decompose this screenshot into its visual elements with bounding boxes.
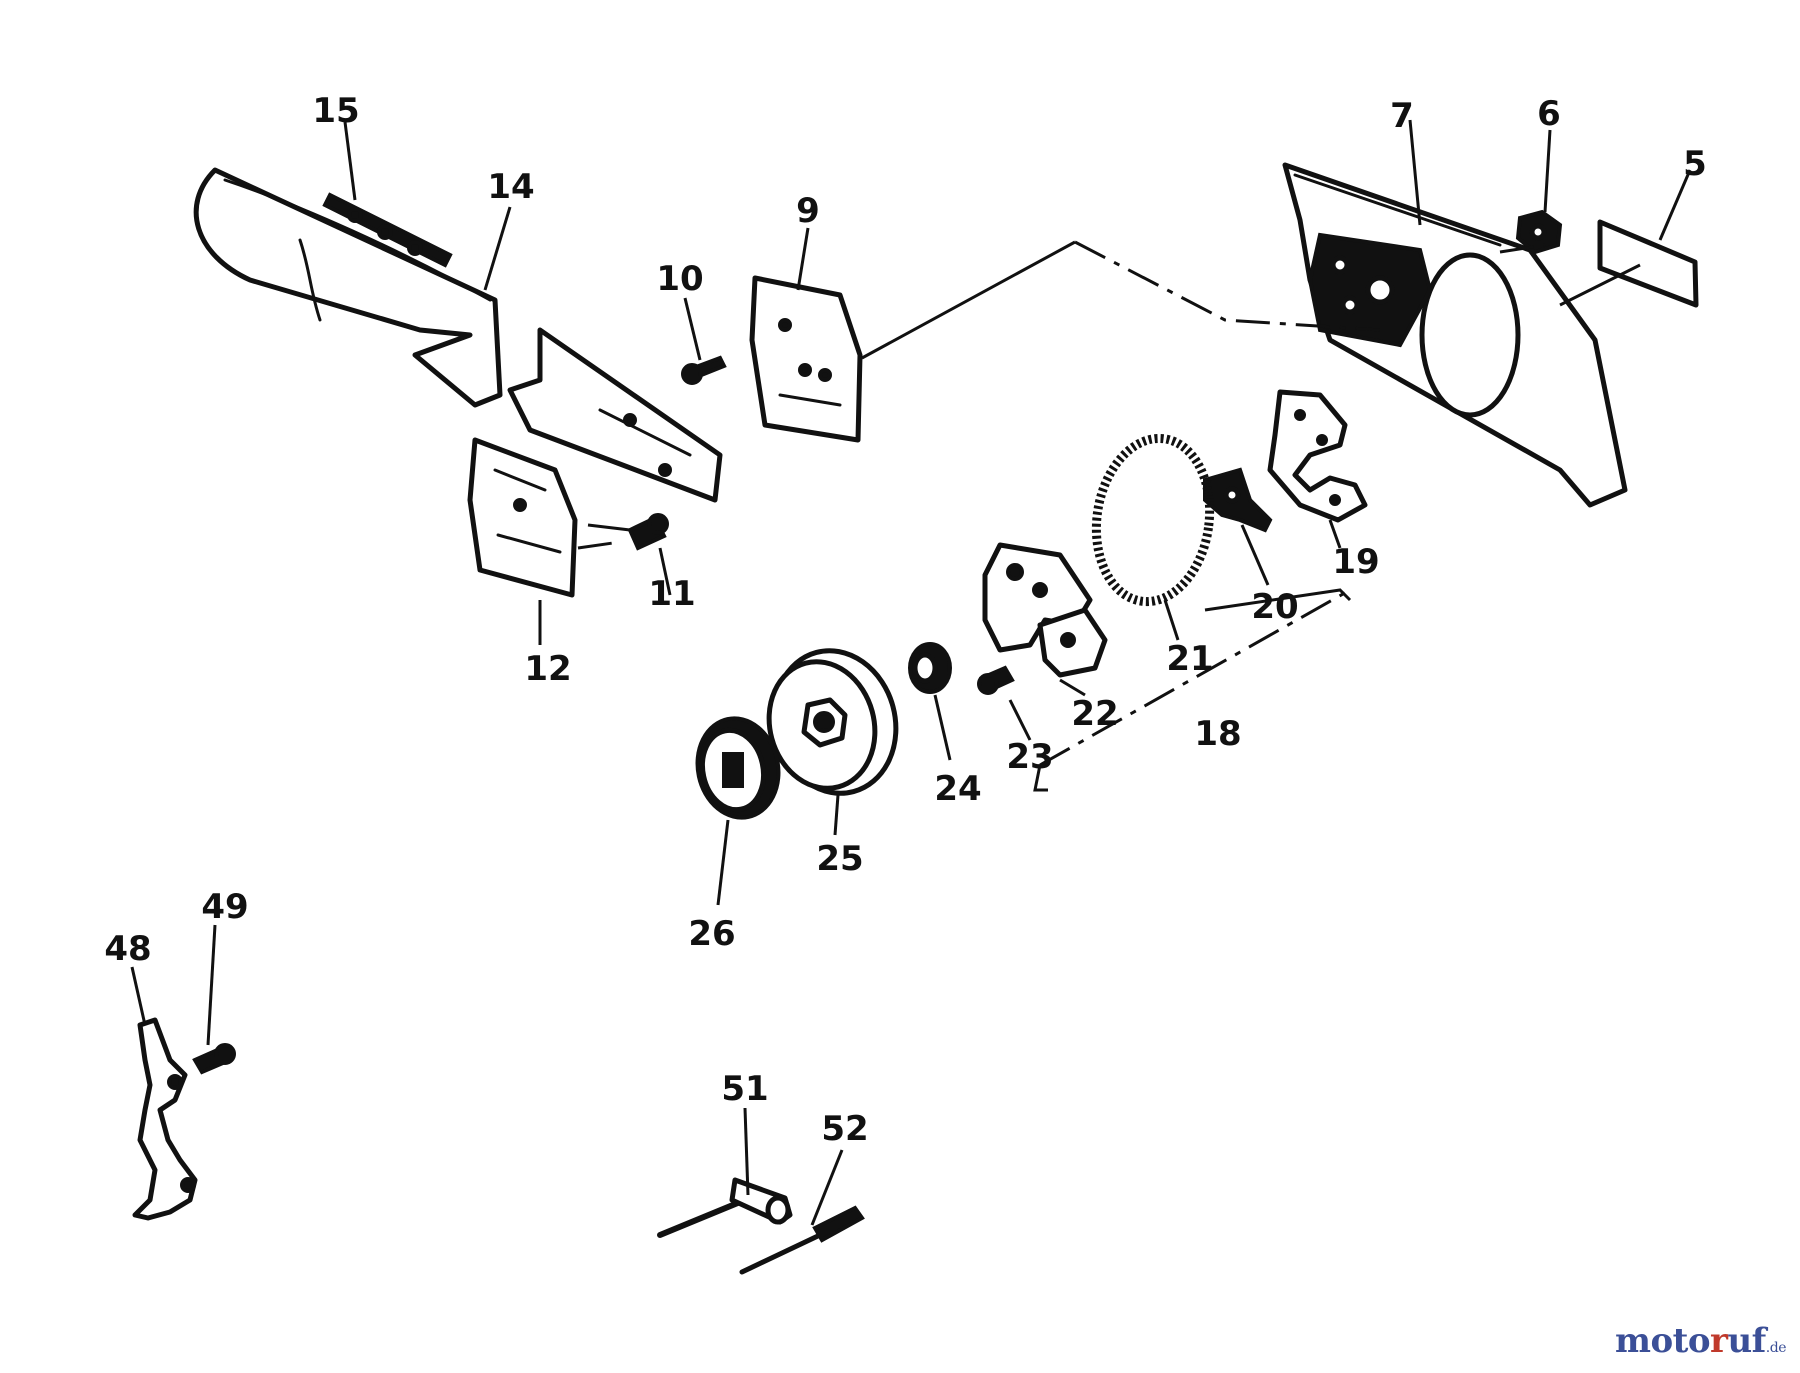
callout-9: 9 xyxy=(796,191,820,231)
watermark-suffix: .de xyxy=(1765,1340,1787,1356)
callout-18: 18 xyxy=(1194,714,1241,754)
saw-chain-part-15 xyxy=(322,192,453,268)
callout-22: 22 xyxy=(1071,694,1118,734)
callout-19: 19 xyxy=(1332,542,1379,582)
guide-bar-tail-part-14 xyxy=(507,327,723,503)
adjuster-plate-part-19 xyxy=(1267,389,1368,523)
callout-21: 21 xyxy=(1166,639,1213,679)
clutch-drum-part-25 xyxy=(766,648,899,796)
callout-49: 49 xyxy=(201,887,248,927)
callout-11: 11 xyxy=(648,574,695,614)
nut-part-6 xyxy=(1515,209,1563,255)
callout-12: 12 xyxy=(524,649,571,689)
inner-bar-plate-part-12 xyxy=(467,437,578,598)
callout-labels: 15 14 10 9 7 6 5 11 12 19 20 21 18 22 23… xyxy=(104,91,1707,1149)
leader-lines xyxy=(130,119,1692,1226)
bar-plate-part-9 xyxy=(749,275,863,443)
guide-bar-part-14 xyxy=(193,167,503,408)
callout-5: 5 xyxy=(1683,144,1707,184)
callout-26: 26 xyxy=(688,914,735,954)
callout-48: 48 xyxy=(104,929,151,969)
needle-bearing-part-24 xyxy=(908,642,952,694)
callout-24: 24 xyxy=(934,769,981,809)
callout-14: 14 xyxy=(487,167,534,207)
watermark-part-1: moto xyxy=(1614,1321,1711,1361)
callout-51: 51 xyxy=(721,1069,768,1109)
screwdriver-part-52 xyxy=(739,1205,865,1275)
bolt-part-11 xyxy=(627,513,669,551)
chain-ring-part-21 xyxy=(1091,433,1215,607)
bolt-part-10 xyxy=(681,355,727,385)
callout-52: 52 xyxy=(821,1109,868,1149)
callout-15: 15 xyxy=(312,91,359,131)
adjuster-spring-part-20 xyxy=(1203,467,1273,533)
callout-7: 7 xyxy=(1390,96,1414,136)
callout-6: 6 xyxy=(1537,94,1561,134)
screw-part-49 xyxy=(192,1043,236,1075)
rim-sprocket-part-26 xyxy=(695,716,781,820)
callout-20: 20 xyxy=(1251,587,1298,627)
clutch-shoes-part-22 xyxy=(982,542,1108,678)
clutch-cover-part-7 xyxy=(1282,162,1628,508)
callout-23: 23 xyxy=(1006,737,1053,777)
screw-part-23 xyxy=(977,665,1015,695)
hand-guard-part-48 xyxy=(132,1017,198,1221)
watermark-part-3: uf xyxy=(1727,1321,1766,1361)
watermark-part-2: r xyxy=(1710,1321,1728,1361)
callout-25: 25 xyxy=(816,839,863,879)
watermark-logo: motoruf.de xyxy=(1614,1321,1787,1361)
callout-10: 10 xyxy=(656,259,703,299)
label-plate-part-5 xyxy=(1597,219,1699,308)
combination-wrench-part-51 xyxy=(657,1177,793,1238)
